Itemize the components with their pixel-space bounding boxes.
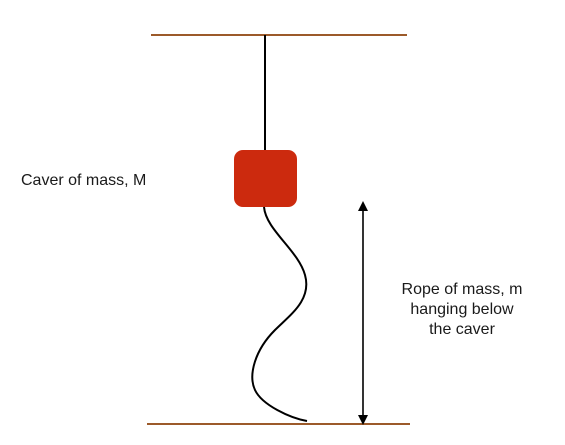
- rope-label-line-2: hanging below: [410, 301, 514, 318]
- caver-label: Caver of mass, M: [21, 172, 147, 189]
- hanging-rope: [251, 206, 308, 422]
- rope-label-line-1: Rope of mass, m: [401, 281, 523, 298]
- rope-label: Rope of mass, m hanging below the caver: [372, 280, 552, 340]
- rope-label-line-3: the caver: [429, 321, 495, 338]
- caver-block: [234, 150, 297, 207]
